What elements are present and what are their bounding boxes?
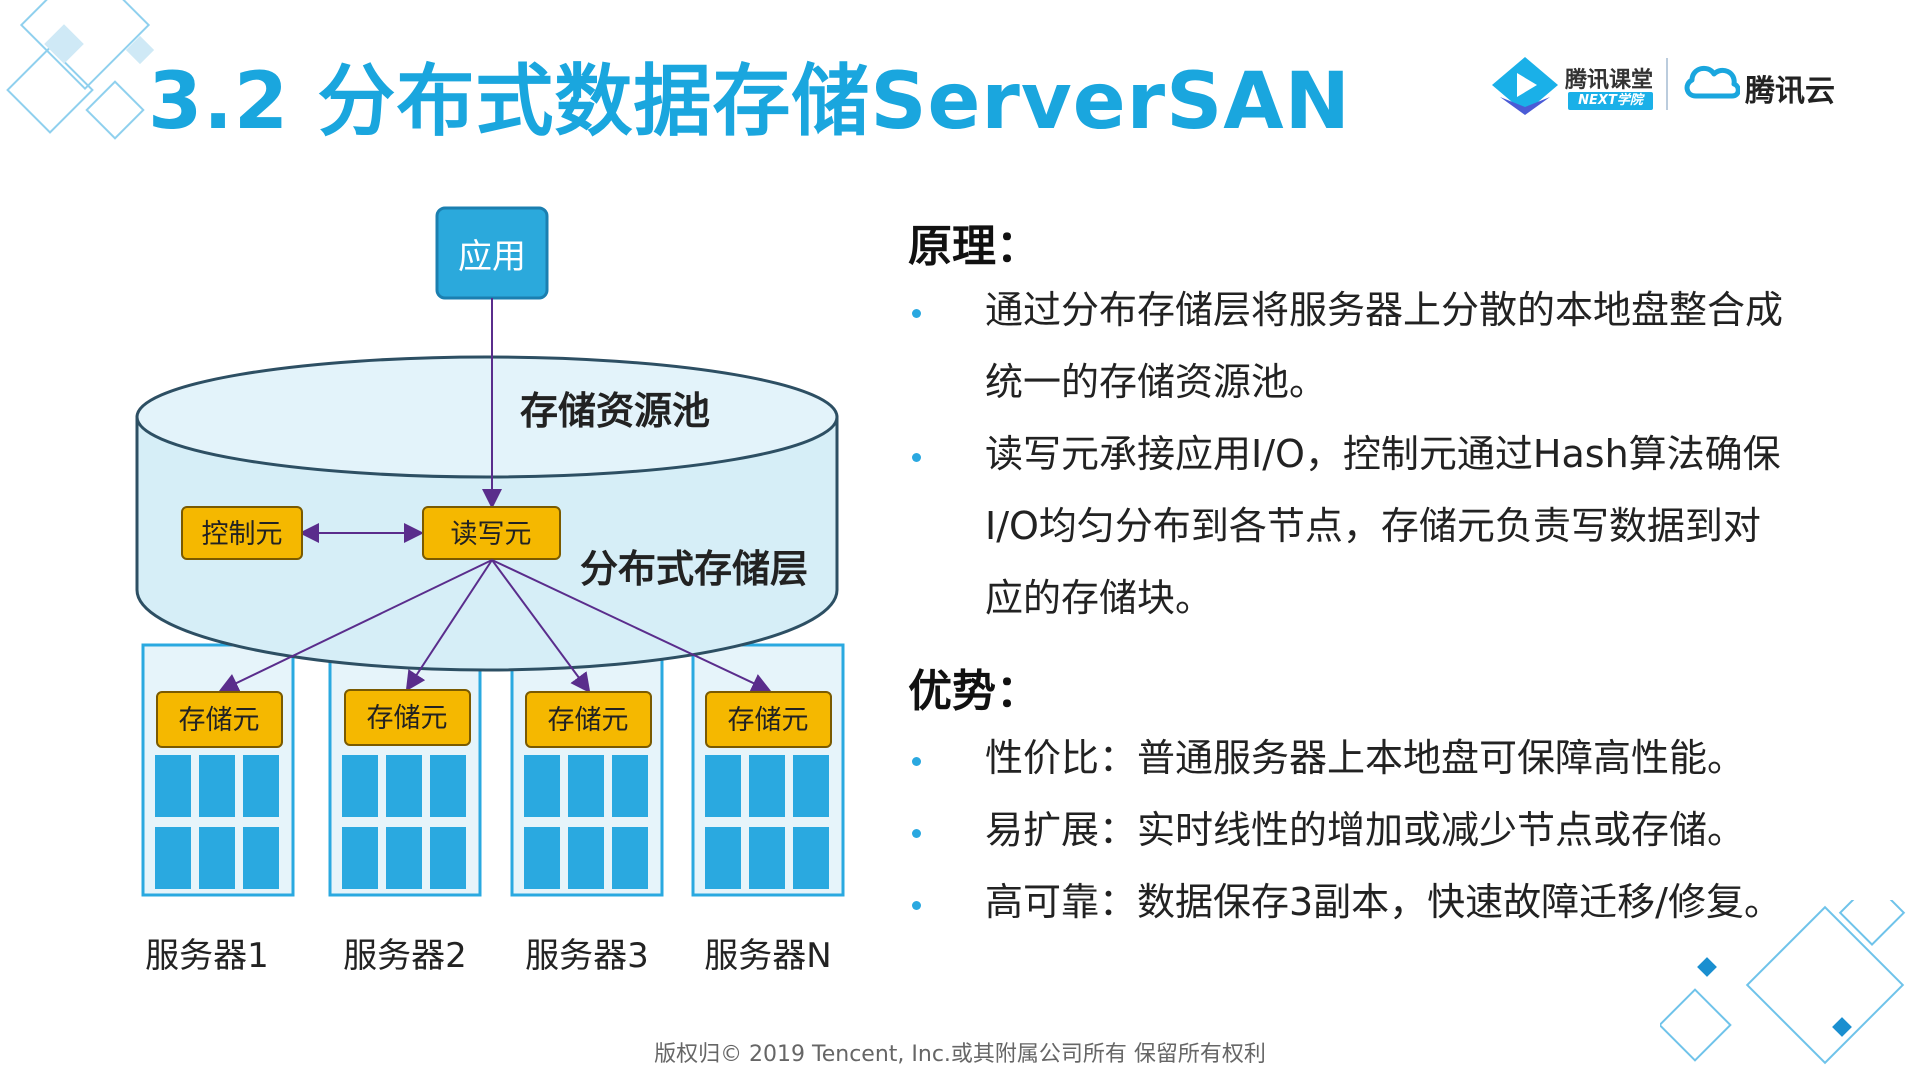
rw-box [422,506,561,560]
server-1-disk-block [155,755,191,817]
server-1-disk-block [243,827,279,889]
server-2-disk-block [386,755,422,817]
control-box [181,506,303,560]
storage-unit-box-n [705,691,832,748]
storage-unit-label-1: 存储元 [179,705,260,736]
cloud-icon [1684,65,1740,99]
tencent-cloud-logo-text: 腾讯云 [1745,74,1835,109]
bullet-dot [912,757,921,766]
server-3-disk-block [612,755,648,817]
bullet-dot [912,309,921,318]
slide-title: 3.2 分布式数据存储ServerSAN [148,57,1351,147]
server-2-disk-block [430,755,466,817]
copyright-footer: 版权归© 2019 Tencent, Inc.或其附属公司所有 保留所有权利 [654,1042,1266,1067]
principle-bullet-2-line-3: 应的存储块。 [985,576,1214,620]
storage-pool-label: 存储资源池 [520,389,711,433]
server-n-disk-block [705,755,741,817]
server-1-disk-block [199,755,235,817]
server-2-disk-block [342,827,378,889]
storage-unit-label-3: 存储元 [548,705,629,736]
arrow-rw-to-storage-2 [405,559,493,692]
storage-unit-box-3 [525,691,652,748]
server-3-disk-block [612,827,648,889]
server-1-disk-block [199,827,235,889]
arrow-rw-to-storage-3 [491,559,591,694]
arrow-rw-to-storage-1 [218,559,493,693]
bullet-dot [912,453,921,462]
rw-label: 读写元 [451,519,532,550]
storage-unit-label-2: 存储元 [367,703,448,734]
advantage-bullet-1: 性价比：普通服务器上本地盘可保障高性能。 [985,736,1746,780]
server-1-disk-block [155,827,191,889]
storage-unit-box-2 [344,689,471,746]
advantage-bullet-2: 易扩展：实时线性的增加或减少节点或存储。 [985,808,1746,852]
server-n-disk-block [749,755,785,817]
logo-divider [1666,58,1668,110]
server-n-disk-block [793,755,829,817]
distributed-layer-label: 分布式存储层 [580,547,809,591]
server-name-3: 服务器3 [525,936,649,976]
server-2-disk-block [386,827,422,889]
advantage-bullet-3: 高可靠：数据保存3副本，快速故障迁移/修复。 [985,880,1782,924]
server-3-disk-block [568,755,604,817]
app-label: 应用 [458,237,526,277]
server-name-n: 服务器N [704,936,832,976]
server-n-disk-block [793,827,829,889]
control-label: 控制元 [202,519,283,550]
server-3-disk-block [568,827,604,889]
decorative-diamonds-bottom-right [1660,900,1906,1065]
principle-heading: 原理： [908,221,1040,272]
storage-unit-label-n: 存储元 [728,705,809,736]
brand-logos: 腾讯课堂 NEXT学院 腾讯云 [1490,50,1850,120]
bullet-dot [912,901,921,910]
arrow-rw-to-storage-n [491,559,772,693]
principle-bullet-2-line-1: 读写元承接应用I/O，控制元通过Hash算法确保 [985,432,1781,476]
server-3-disk-block [524,755,560,817]
advantage-heading: 优势： [908,666,1040,717]
principle-bullet-2-line-2: I/O均匀分布到各节点，存储元负责写数据到对 [985,504,1761,548]
bullet-dot [912,829,921,838]
server-name-2: 服务器2 [343,936,467,976]
server-name-1: 服务器1 [145,936,269,976]
storage-unit-box-1 [156,691,283,748]
server-n-disk-block [749,827,785,889]
principle-bullet-1-line-2: 统一的存储资源池。 [985,360,1328,404]
server-2-disk-block [430,827,466,889]
decorative-diamonds-top-left [6,0,155,140]
server-1-disk-block [243,755,279,817]
server-n-disk-block [705,827,741,889]
server-2-disk-block [342,755,378,817]
play-diamond-icon [1492,57,1558,115]
server-3-disk-block [524,827,560,889]
serversan-diagram: 应用 控制元 读写元 存储元 存储元 存储元 存储元 [135,206,845,897]
principle-bullet-1-line-1: 通过分布存储层将服务器上分散的本地盘整合成 [985,288,1784,332]
storage-cylinder-top [135,355,839,479]
next-badge: NEXT学院 [1568,92,1653,110]
ketang-logo-text: 腾讯课堂 [1565,68,1654,93]
